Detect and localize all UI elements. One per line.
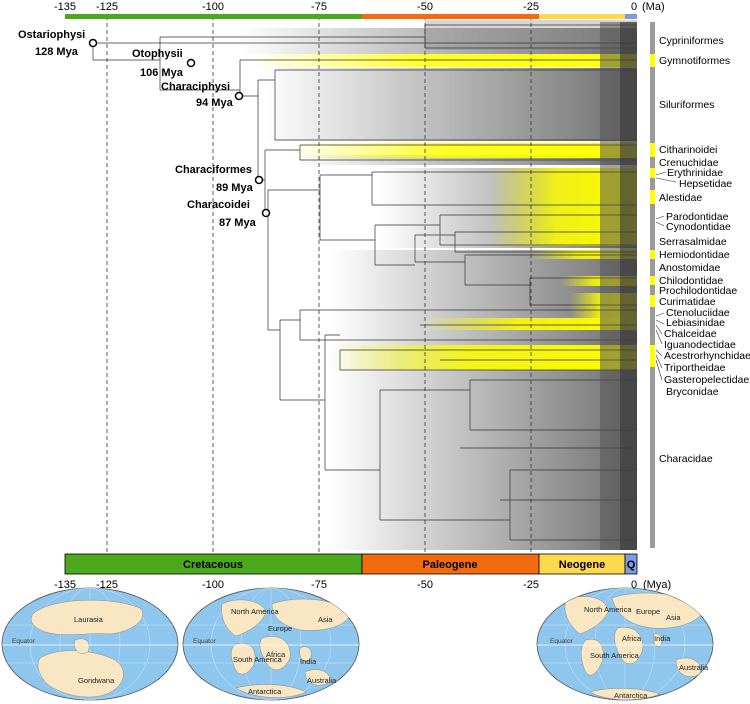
clade-leader-lines <box>655 171 677 381</box>
clade-label: Siluriformes <box>659 99 714 111</box>
tree-tips <box>600 22 637 550</box>
map-label: Australia <box>679 663 709 672</box>
top-tick-label: 0 <box>631 1 637 13</box>
node-name-ostariophysi: Ostariophysi <box>18 29 85 41</box>
map-label: Antarctica <box>248 687 282 696</box>
bottom-tick-label: -125 <box>96 579 118 591</box>
clade-label: Prochilodontidae <box>659 285 737 297</box>
bottom-tick-label: 0 <box>631 579 637 591</box>
period-label: Paleogene <box>422 559 477 571</box>
clade-label: Curimatidae <box>659 296 716 308</box>
clade-label: Gasteropelectidae <box>664 374 749 386</box>
clade-label: Erythrinidae <box>667 167 723 179</box>
map-label: Africa <box>622 634 642 643</box>
top-timescale-bar <box>65 14 637 19</box>
clade-label: Hepsetidae <box>679 178 732 190</box>
map-label: Europe <box>636 607 660 616</box>
period-label: Neogene <box>559 559 605 571</box>
clade-label: Alestidae <box>659 192 702 204</box>
map-label: Antarctica <box>614 691 648 700</box>
node-marker <box>234 91 244 101</box>
bottom-tick-label: -25 <box>523 579 539 591</box>
paleo-map-present: North America Europe Asia Africa India S… <box>536 587 714 701</box>
geologic-period-bar: Cretaceous Paleogene Neogene Q <box>64 553 638 575</box>
bottom-tick-label: -50 <box>417 579 433 591</box>
clade-label: Gymnotiformes <box>659 55 730 67</box>
node-age-characiformes: 89 Mya <box>216 182 254 194</box>
bottom-axis-labels: -135 -125 -100 -75 -50 -25 0 (Mya) <box>54 579 671 591</box>
map-label: Equator <box>550 638 574 645</box>
node-age-ostariophysi: 128 Mya <box>35 46 79 58</box>
bottom-tick-label: -100 <box>202 579 224 591</box>
node-name-otophysii: Otophysii <box>132 48 183 60</box>
map-label: Gondwana <box>78 676 115 685</box>
node-name-characiformes: Characiformes <box>175 164 252 176</box>
top-axis-unit: (Ma) <box>642 1 665 13</box>
node-age-characiphysi: 94 Mya <box>196 97 234 109</box>
period-label: Q <box>627 559 636 571</box>
clade-label: Ctenoluciidae <box>666 307 730 319</box>
clade-label: Chilodontidae <box>659 275 723 287</box>
node-age-characoidei: 87 Mya <box>219 217 257 229</box>
clade-label: Crenuchidae <box>659 157 719 169</box>
bottom-tick-label: -135 <box>54 579 76 591</box>
clade-label: Cynodontidae <box>666 221 731 233</box>
clade-label: Bryconidae <box>666 386 719 398</box>
phylogenetic-tree <box>92 24 637 541</box>
clade-label: Citharinoidei <box>659 144 717 156</box>
clade-label: Iguanodectidae <box>664 339 736 351</box>
node-marker <box>186 58 196 68</box>
clade-label: Characidae <box>659 453 713 465</box>
bottom-axis-unit: (Mya) <box>643 579 671 591</box>
paleo-map-cretaceous: Laurasia Gondwana Equator <box>1 587 179 701</box>
map-label: India <box>300 657 317 666</box>
top-tick-label: -50 <box>417 1 433 13</box>
node-name-characiphysi: Characiphysi <box>161 81 230 93</box>
time-gridlines <box>106 16 532 552</box>
node-age-otophysii: 106 Mya <box>140 67 184 79</box>
map-label: South America <box>590 651 640 660</box>
top-tick-label: -75 <box>311 1 327 13</box>
node-marker <box>261 208 271 218</box>
dated-nodes: Ostariophysi 128 Mya Otophysii 106 Mya C… <box>18 29 271 229</box>
map-label: South America <box>233 655 283 664</box>
node-marker <box>88 38 98 48</box>
map-label: North America <box>231 607 279 616</box>
map-label: India <box>654 634 671 643</box>
paleo-map-paleogene: North America Europe Asia South America … <box>182 587 360 701</box>
map-label: Asia <box>318 615 333 624</box>
period-label: Cretaceous <box>183 559 243 571</box>
clade-labels: Cypriniformes Gymnotiformes Siluriformes… <box>659 35 750 465</box>
map-label: North America <box>584 605 632 614</box>
map-label: Equator <box>12 638 36 645</box>
top-tick-label: -25 <box>523 1 539 13</box>
top-tick-label: -100 <box>202 1 224 13</box>
top-axis-labels: -135 -125 -100 -75 -50 -25 0 (Ma) <box>54 1 665 13</box>
clade-label: Lebiasinidae <box>666 317 725 329</box>
map-label: Equator <box>193 638 217 645</box>
bottom-tick-label: -75 <box>311 579 327 591</box>
clade-label: Cypriniformes <box>659 35 724 47</box>
node-marker <box>254 175 264 185</box>
map-label: Asia <box>666 613 681 622</box>
clade-label: Anostomidae <box>659 262 720 274</box>
clade-bars <box>650 22 655 548</box>
node-name-characoidei: Characoidei <box>187 199 250 211</box>
clade-label: Chalceidae <box>664 328 717 340</box>
top-tick-label: -125 <box>96 1 118 13</box>
clade-label: Parodontidae <box>666 211 729 223</box>
clade-label: Hemiodontidae <box>659 249 730 261</box>
map-label: Europe <box>268 624 292 633</box>
clade-label: Triportheidae <box>664 362 726 374</box>
period-quaternary <box>624 553 638 575</box>
map-label: Africa <box>266 650 286 659</box>
clade-label: Serrasalmidae <box>659 236 727 248</box>
top-tick-label: -135 <box>54 1 76 13</box>
clade-label: Acestrorhynchidae <box>664 350 750 362</box>
map-label: Laurasia <box>74 615 104 624</box>
map-label: Australia <box>307 676 337 685</box>
